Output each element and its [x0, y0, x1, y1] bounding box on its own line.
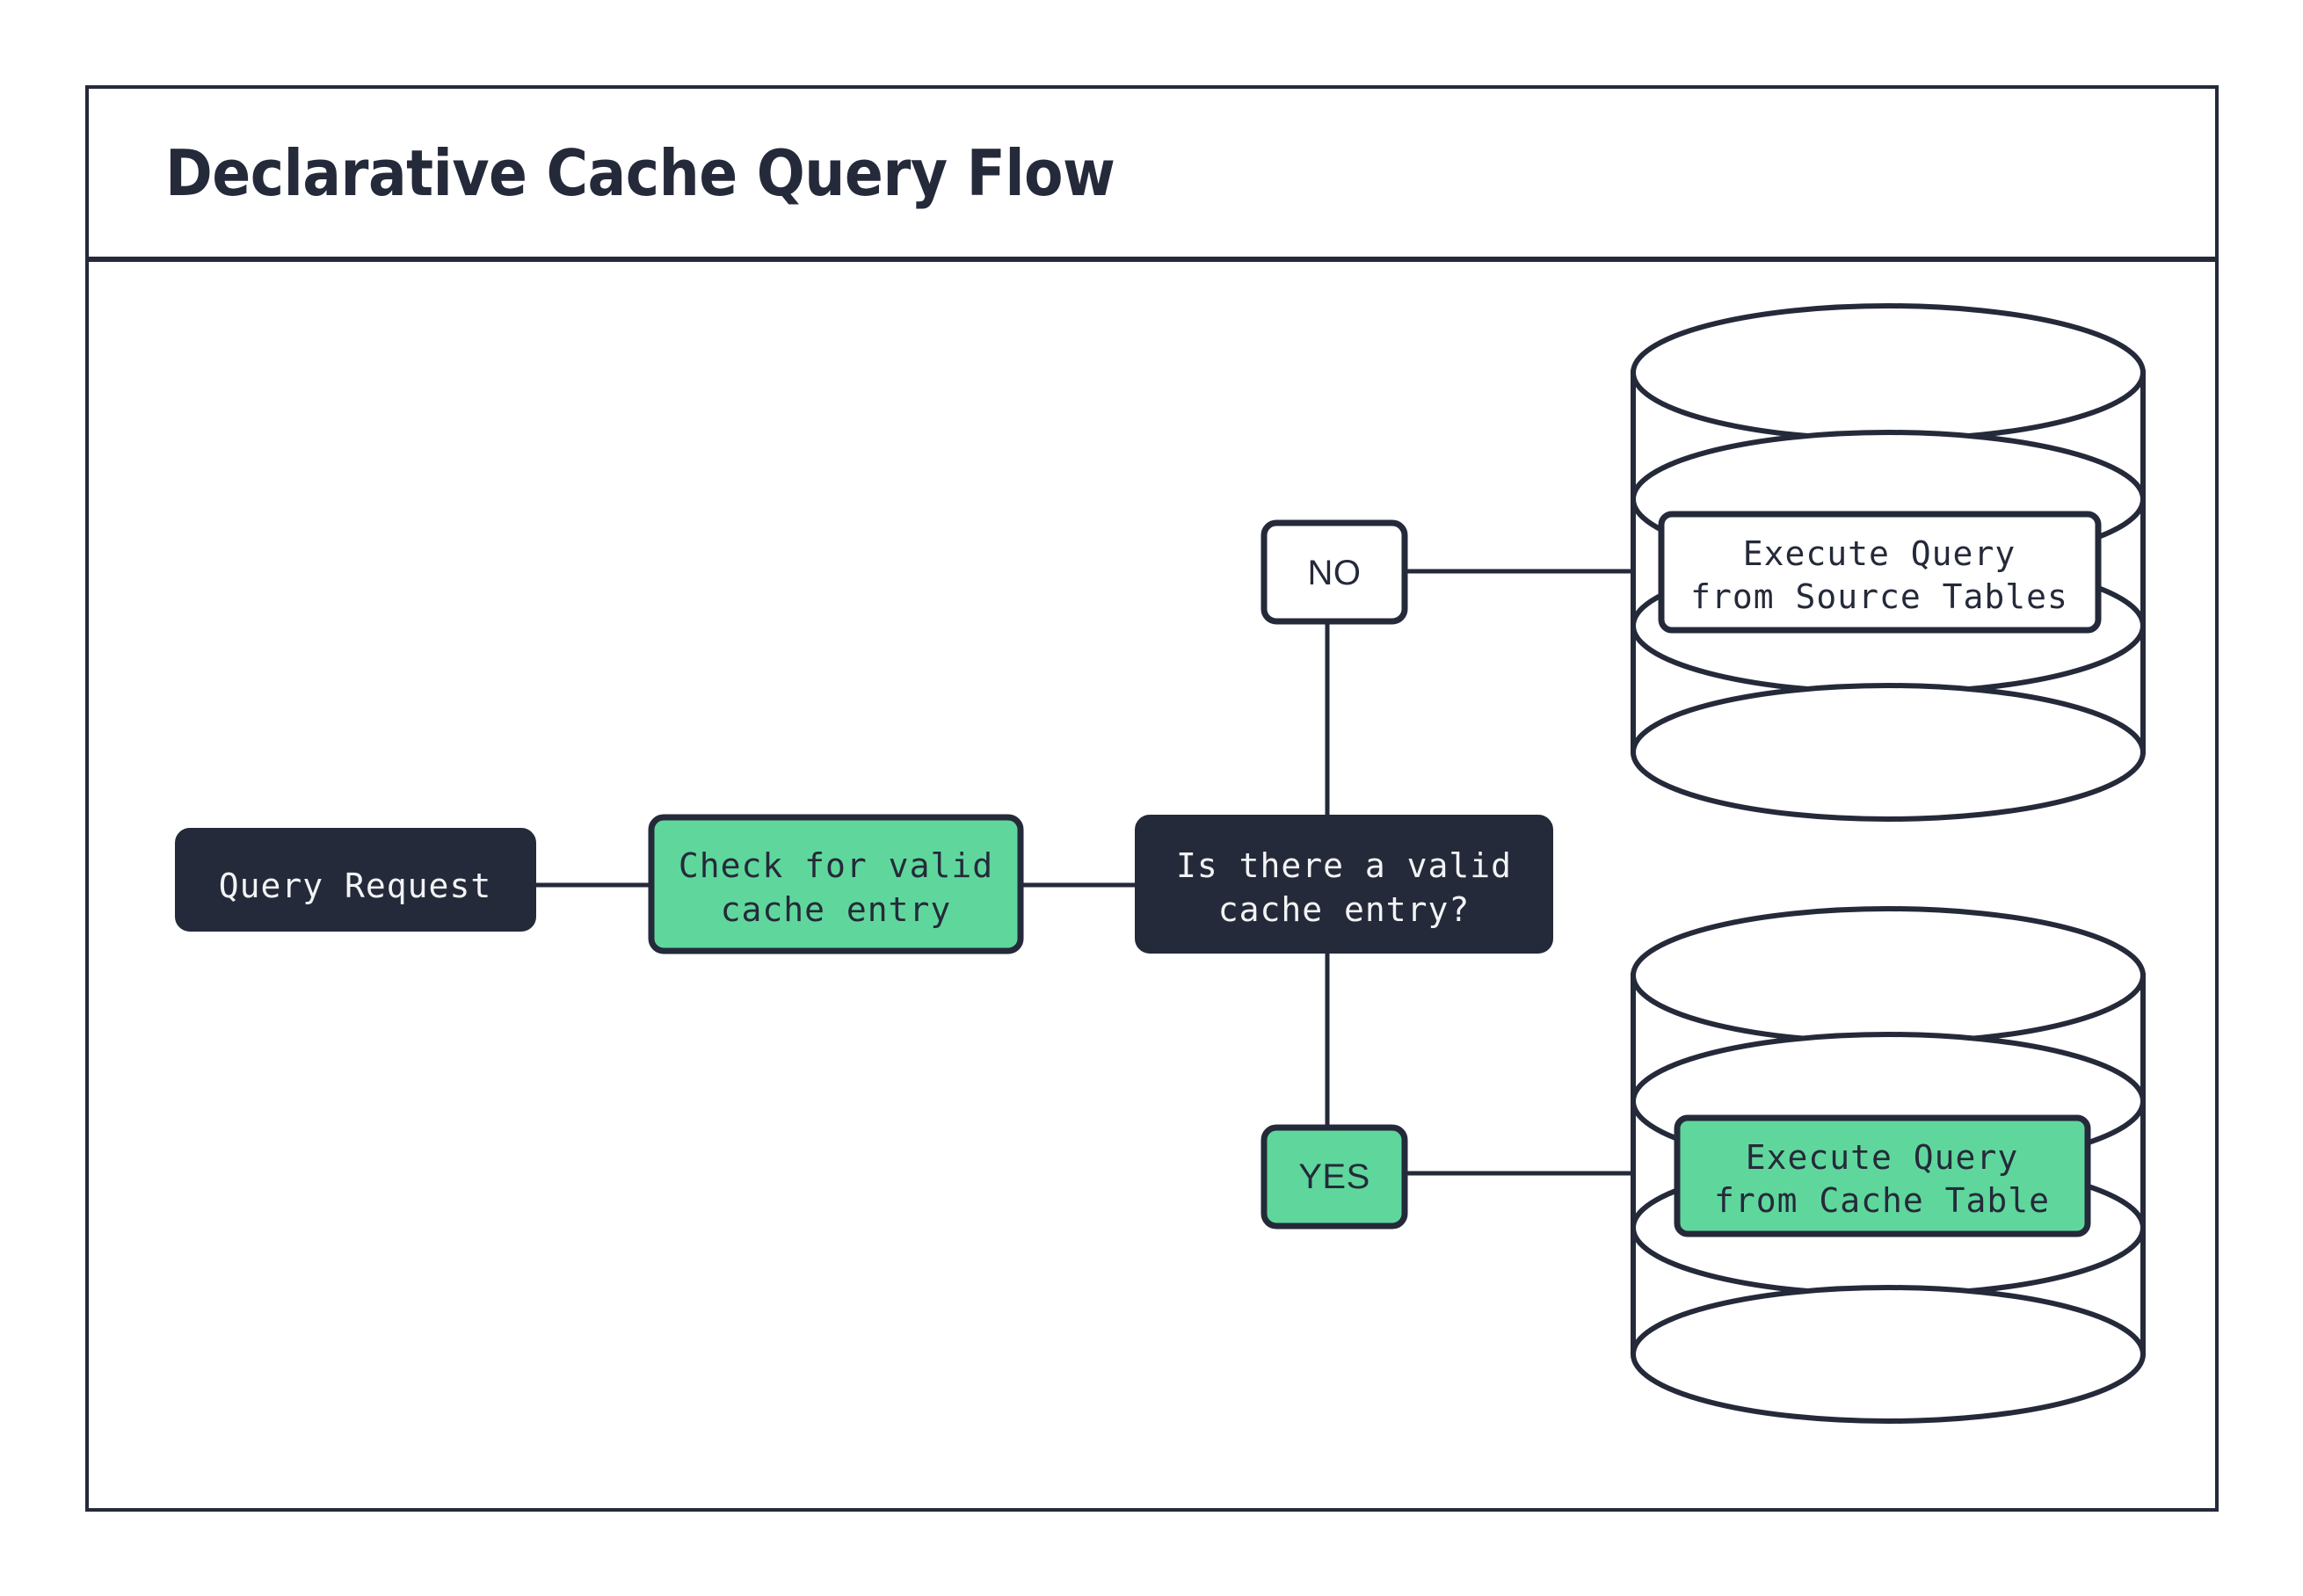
check-cache-label-line1: Check for valid [679, 846, 993, 885]
execute-cache-label-line2: from Cache Table [1714, 1181, 2050, 1220]
cache-db-disc-4 [1631, 1285, 2146, 1424]
execute-source-label-line1: Execute Query [1743, 534, 2016, 573]
source-db-disc-4 [1631, 683, 2146, 822]
yes-label-box[interactable] [1260, 1124, 1408, 1230]
branch-label-no[interactable]: NO [1260, 519, 1408, 625]
query-request-box[interactable] [175, 828, 536, 932]
execute-source-label-line2: from Source Tables [1690, 577, 2068, 616]
check-cache-box[interactable] [648, 814, 1024, 954]
decision-box[interactable] [1135, 815, 1553, 954]
yes-label-text: YES [1298, 1157, 1370, 1196]
node-check-cache[interactable]: Check for valid cache entry [648, 814, 1024, 954]
execute-cache-box[interactable] [1674, 1114, 2091, 1237]
node-decision-valid-cache[interactable]: Is there a valid cache entry? [1135, 815, 1553, 954]
execute-source-box[interactable] [1658, 511, 2102, 634]
node-execute-from-source[interactable]: Execute Query from Source Tables [1658, 511, 2102, 634]
no-label-text: NO [1308, 554, 1362, 592]
no-label-box[interactable] [1260, 519, 1408, 625]
query-request-label: Query Request [219, 867, 491, 905]
node-query-request[interactable]: Query Request [175, 828, 536, 932]
source-db-disc-1 [1631, 303, 2146, 442]
cache-db-disc-1 [1631, 906, 2146, 1045]
node-execute-from-cache[interactable]: Execute Query from Cache Table [1674, 1114, 2091, 1237]
branch-label-yes[interactable]: YES [1260, 1124, 1408, 1230]
execute-cache-label-line1: Execute Query [1746, 1138, 2018, 1177]
page-title: Declarative Cache Query Flow [165, 136, 1115, 210]
check-cache-label-line2: cache entry [721, 890, 952, 929]
decision-label-line2: cache entry? [1218, 890, 1471, 929]
decision-label-line1: Is there a valid [1176, 846, 1512, 885]
